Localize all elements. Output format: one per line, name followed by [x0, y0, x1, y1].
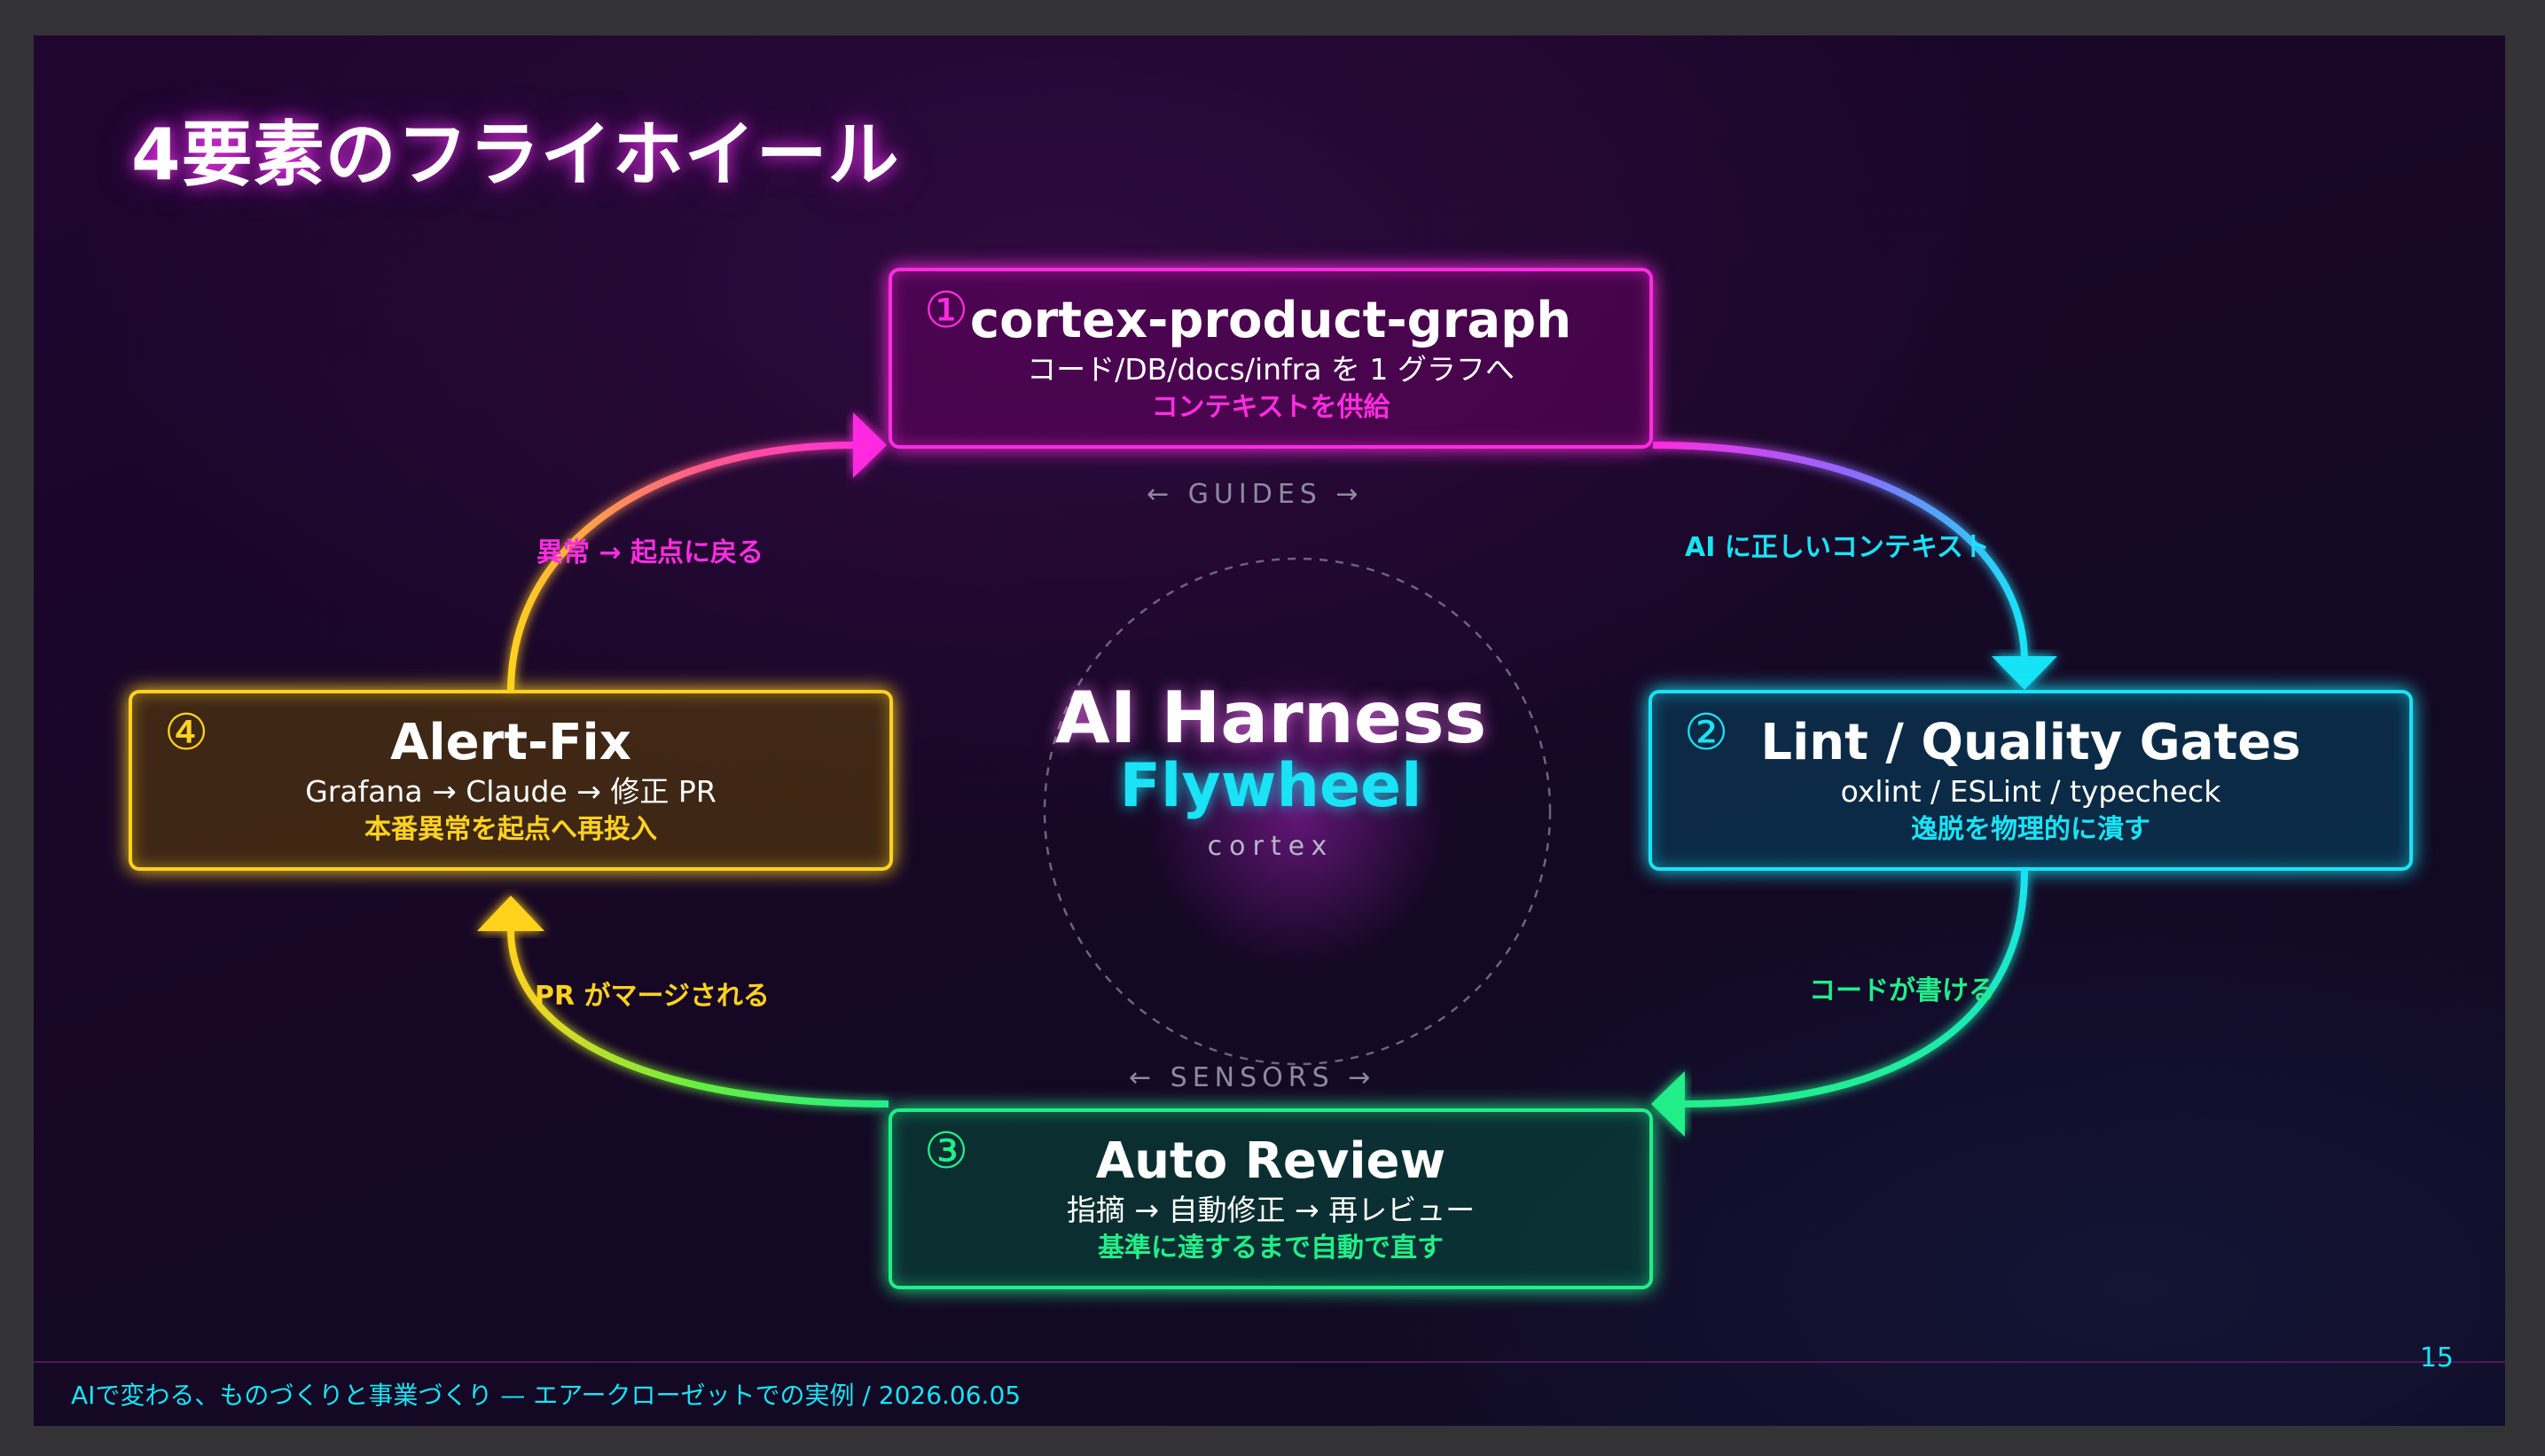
edge-3-4	[507, 930, 889, 1108]
center-title: AI Harness	[1054, 677, 1487, 759]
node-number: ②	[1684, 704, 1729, 762]
edge-1-2	[1652, 442, 2028, 657]
node-alert-fix: ④ Alert-Fix Grafana → Claude → 修正 PR 本番異…	[129, 690, 893, 871]
arrowhead-2	[1992, 656, 2057, 690]
center-dashed-ring	[1043, 557, 1552, 1066]
center-caption: cortex	[1207, 830, 1335, 862]
node-accent: コンテキストを供給	[1151, 391, 1390, 423]
arrowhead-3	[1651, 1071, 1685, 1137]
node-title: cortex-product-graph	[969, 292, 1572, 349]
node-number: ④	[164, 704, 209, 762]
footer-divider	[34, 1361, 2505, 1363]
center-hub: AI Harness Flywheel cortex	[1036, 683, 1506, 862]
node-auto-review: ③ Auto Review 指摘 → 自動修正 → 再レビュー 基準に達するまで…	[889, 1108, 1653, 1289]
edge-2-3	[1684, 870, 2028, 1108]
node-title: Auto Review	[1095, 1132, 1446, 1190]
node-subtitle: 指摘 → 自動修正 → 再レビュー	[1066, 1193, 1476, 1228]
node-accent: 逸脱を物理的に潰す	[1911, 813, 2150, 845]
node-accent: 基準に達するまで自動で直す	[1098, 1232, 1444, 1264]
center-subtitle: Flywheel	[1119, 751, 1422, 821]
node-number: ①	[924, 282, 969, 340]
node-subtitle: oxlint / ESLint / typecheck	[1840, 774, 2221, 810]
edge-4-1	[507, 442, 854, 691]
page-number: 15	[2419, 1342, 2454, 1374]
node-number: ③	[924, 1123, 969, 1180]
edge-label-1-2: AI に正しいコンテキスト	[1685, 532, 1990, 563]
arrowhead-1	[853, 412, 887, 478]
center-glow	[1147, 665, 1448, 967]
footer-text: AIで変わる、ものづくりと事業づくり — エアークローゼットでの実例 / 202…	[71, 1381, 1022, 1410]
node-accent: 本番異常を起点へ再投入	[364, 813, 657, 845]
edge-label-4-1: 異常 → 起点に戻る	[536, 537, 764, 568]
edge-label-2-3: コードが書ける	[1809, 975, 1995, 1006]
edge-label-3-4: PR がマージされる	[535, 981, 770, 1012]
node-lint-quality-gates: ② Lint / Quality Gates oxlint / ESLint /…	[1648, 690, 2413, 871]
node-title: Alert-Fix	[390, 714, 631, 771]
node-cortex-product-graph: ① cortex-product-graph コード/DB/docs/infra…	[889, 268, 1653, 449]
sensors-label: ← SENSORS →	[1129, 1062, 1376, 1093]
slide: 4要素のフライホイール ← GUIDES → ← SENSORS → AI Ha…	[34, 35, 2505, 1426]
node-subtitle: コード/DB/docs/infra を 1 グラフへ	[1027, 352, 1515, 387]
arrowhead-4	[477, 896, 544, 931]
node-title: Lint / Quality Gates	[1760, 714, 2301, 771]
flywheel-diagram	[477, 412, 2057, 1137]
slide-title: 4要素のフライホイール	[131, 114, 900, 196]
node-subtitle: Grafana → Claude → 修正 PR	[305, 774, 717, 810]
guides-label: ← GUIDES →	[1147, 479, 1364, 510]
